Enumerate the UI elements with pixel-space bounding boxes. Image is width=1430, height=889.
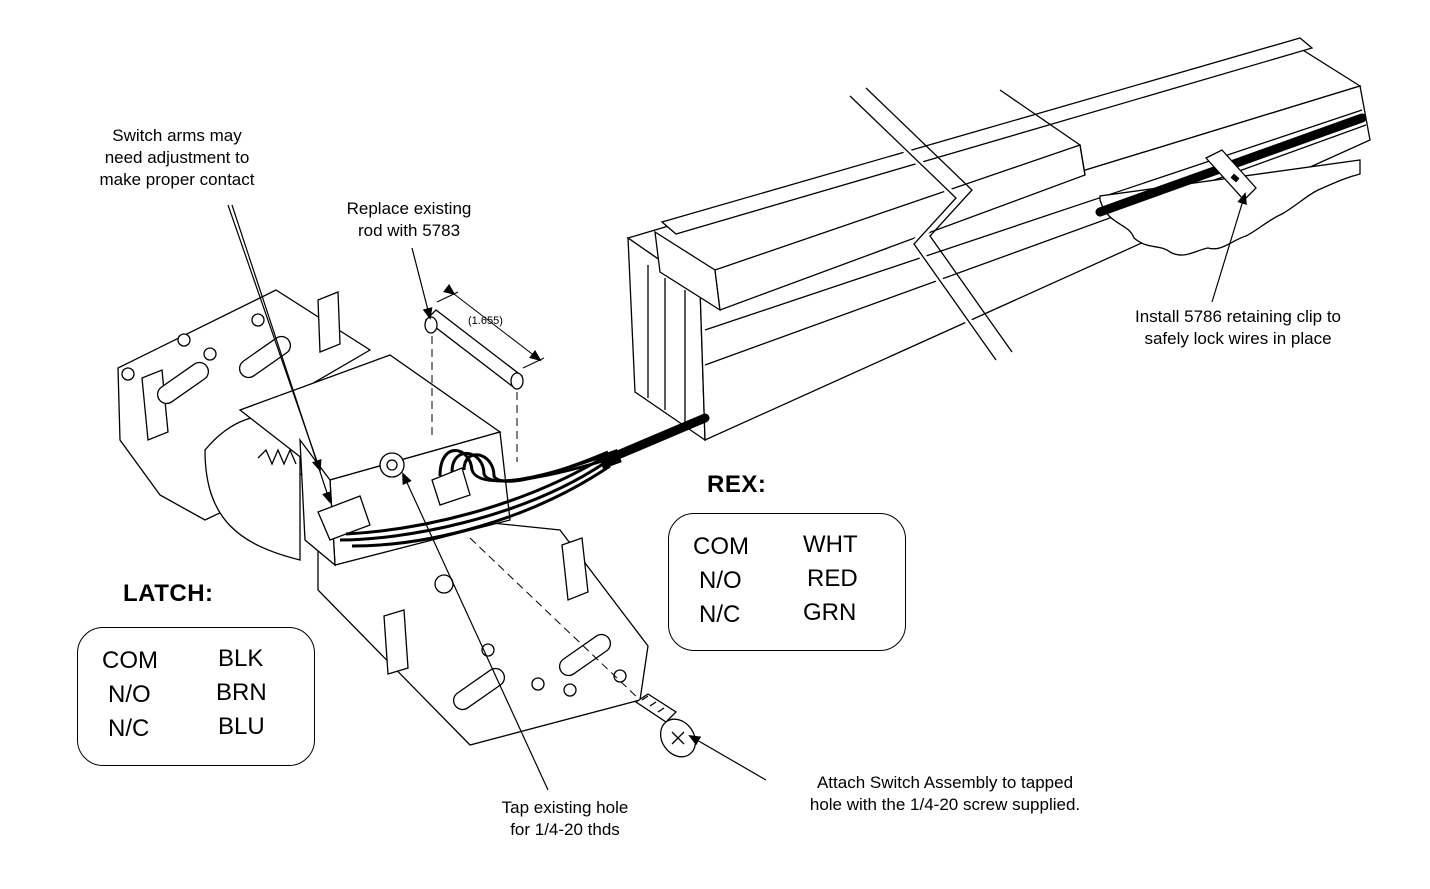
callout-replace-rod: Replace existing rod with 5783: [314, 198, 504, 242]
callout-line: rod with 5783: [357, 221, 461, 240]
callout-install-clip: Install 5786 retaining clip to safely lo…: [1098, 306, 1378, 350]
callout-attach-switch: Attach Switch Assembly to tapped hole wi…: [765, 772, 1125, 816]
rod-dimension: [431, 283, 545, 462]
callout-line: make proper contact: [99, 170, 255, 189]
rod-length-dimension: (1.655): [468, 315, 503, 327]
callout-line: safely lock wires in place: [1144, 329, 1332, 348]
rex-terminal: N/C: [699, 601, 741, 628]
callout-switch-arms: Switch arms may need adjustment to make …: [62, 125, 292, 191]
rex-wire-color: WHT: [803, 531, 858, 558]
latch-wire-color: BLK: [218, 645, 264, 672]
switch-wires: [339, 449, 611, 548]
wire-connector: [598, 449, 622, 469]
rex-heading: REX:: [707, 471, 767, 498]
latch-terminal: N/O: [108, 681, 151, 708]
latch-terminal: N/C: [108, 715, 150, 742]
callout-line: Install 5786 retaining clip to: [1134, 307, 1342, 326]
callout-tap-hole: Tap existing hole for 1/4-20 thds: [485, 797, 645, 841]
callout-line: Switch arms may: [112, 126, 242, 145]
latch-wire-color: BRN: [216, 679, 267, 706]
wire-channel: [1099, 159, 1361, 256]
callout-line: Tap existing hole: [501, 798, 629, 817]
latch-heading: LATCH:: [123, 580, 214, 607]
screw-axis: [469, 537, 641, 701]
callout-line: need adjustment to: [104, 148, 250, 167]
callout-line: hole with the 1/4-20 screw supplied.: [809, 795, 1081, 814]
mounting-plate: [117, 289, 649, 746]
latch-terminal: COM: [102, 647, 158, 674]
rex-terminal: N/O: [699, 567, 742, 594]
rail-extrusion: [626, 37, 1371, 442]
callout-line: Attach Switch Assembly to tapped: [816, 773, 1074, 792]
retaining-clip: [1204, 149, 1257, 201]
rex-wiring-box: COM WHT N/O RED N/C GRN: [668, 513, 906, 651]
callout-line: for 1/4-20 thds: [510, 820, 620, 839]
rex-terminal: COM: [693, 533, 749, 560]
callout-line: Replace existing: [346, 199, 472, 218]
mounting-screw: [634, 693, 697, 758]
rex-wire-color: GRN: [803, 599, 857, 626]
rex-wire-color: RED: [807, 565, 858, 592]
break-lines: [847, 87, 1013, 363]
leader-lines: [227, 192, 1247, 791]
latch-wire-color: BLU: [218, 713, 265, 740]
latch-wiring-box: COM BLK N/O BRN N/C BLU: [77, 627, 315, 766]
